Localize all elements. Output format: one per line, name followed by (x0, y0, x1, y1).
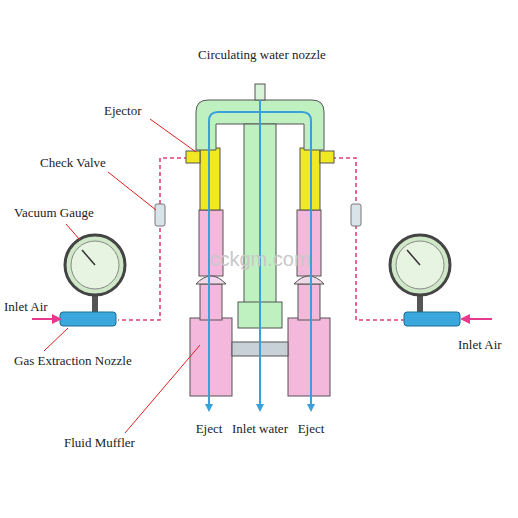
flow-label: Eject (298, 422, 325, 436)
part-label: Ejector (104, 104, 142, 118)
flow-label: Inlet Air (458, 338, 502, 352)
flow-label: Eject (196, 422, 223, 436)
part-label: Gas Extraction Nozzle (14, 354, 132, 368)
title-label: Circulating water nozzle (198, 48, 326, 62)
flow-label: Inlet Air (4, 300, 48, 314)
part-label: Vacuum Gauge (14, 206, 94, 220)
flow-label: Inlet water (232, 422, 288, 436)
part-label: Fluid Muffler (64, 436, 135, 450)
part-label: Check Valve (40, 156, 106, 170)
watermark: cckgm.com (209, 248, 310, 270)
